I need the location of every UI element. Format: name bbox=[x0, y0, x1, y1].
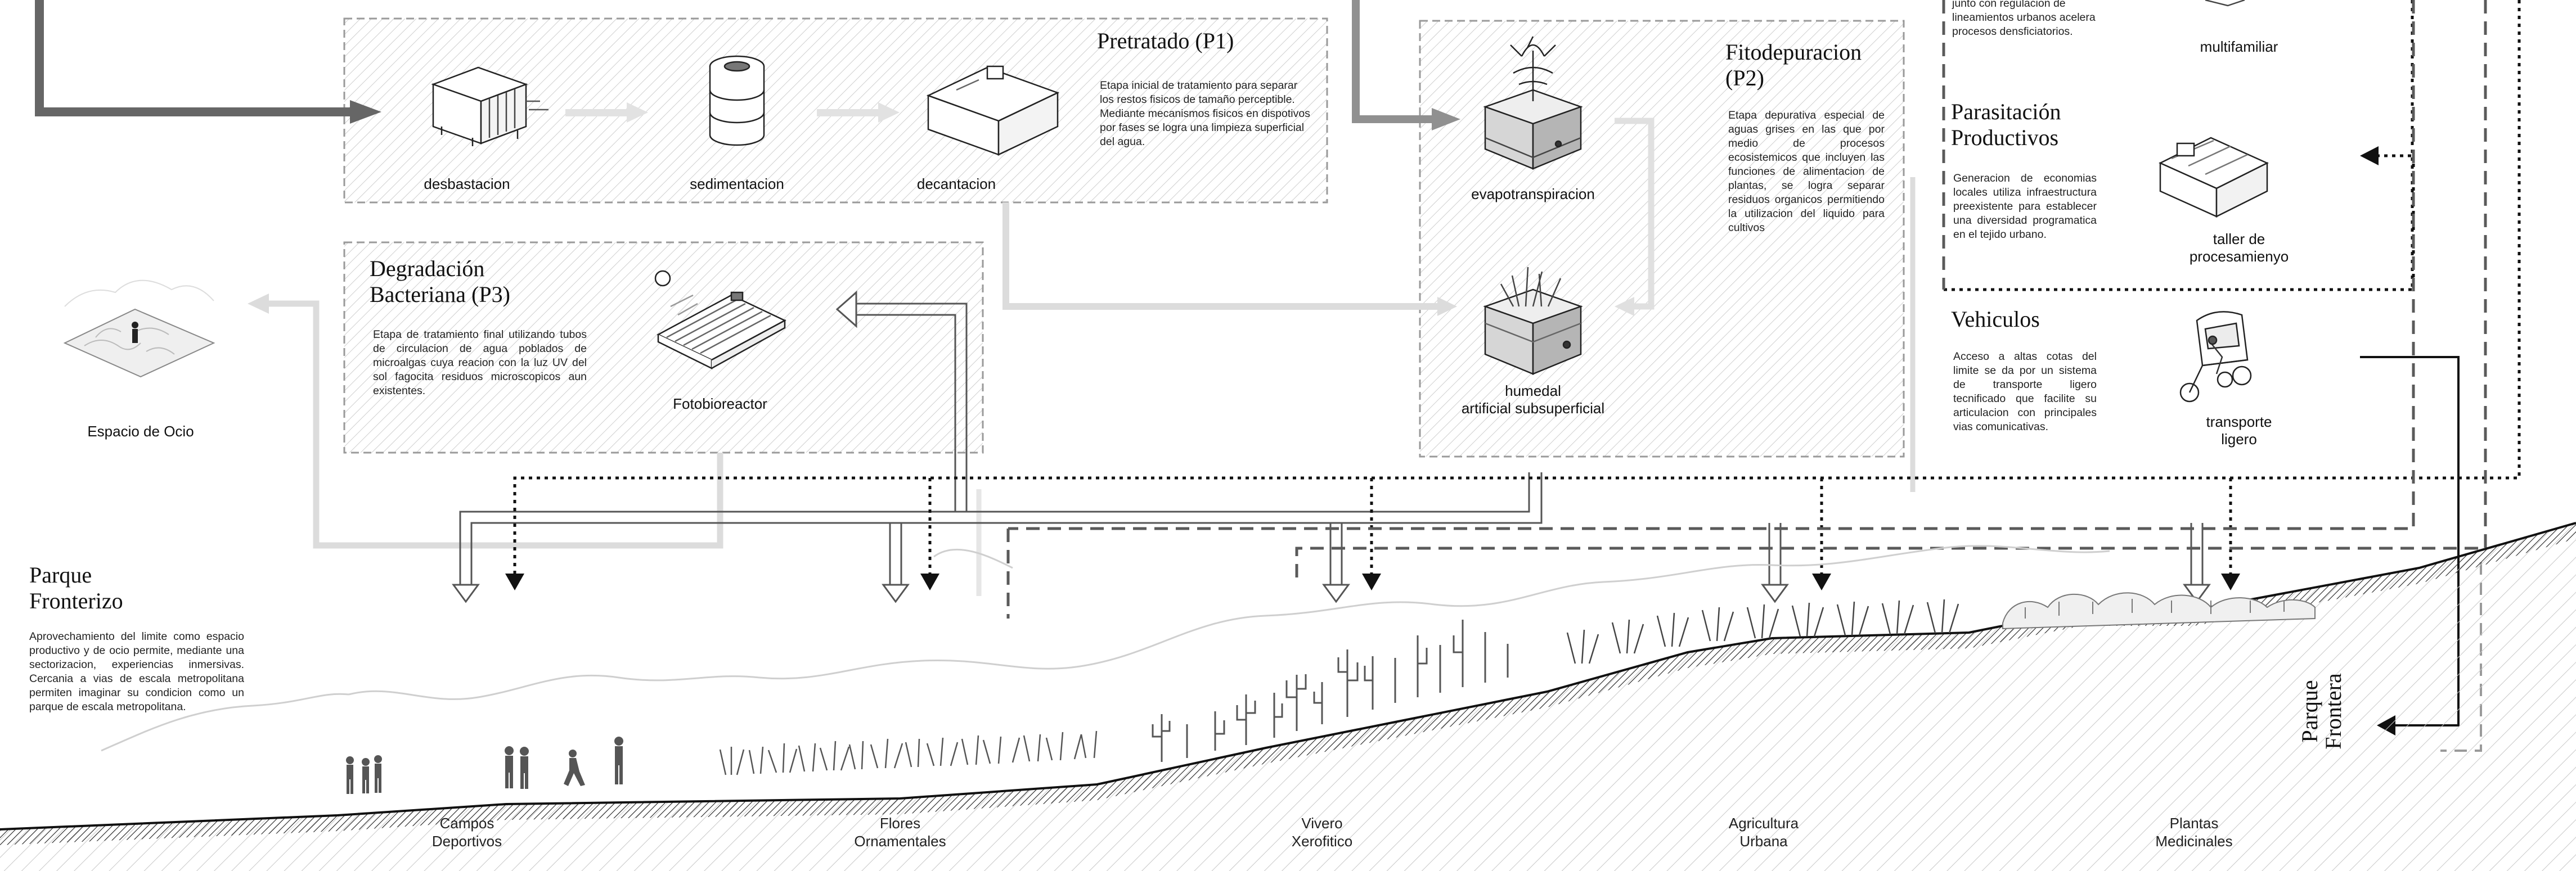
zone-label-line2: Ornamentales bbox=[854, 833, 946, 850]
parque-frontera-line1: Parque bbox=[2297, 680, 2322, 743]
humedal-label: humedal artificial subsuperficial bbox=[1440, 382, 1626, 417]
ornamental-flowers bbox=[719, 730, 1098, 775]
cacti bbox=[1152, 620, 1509, 762]
taller-icon bbox=[2159, 137, 2269, 218]
p2-title-line2: (P2) bbox=[1725, 65, 1764, 91]
p2-title-line1: Fitodepuracion bbox=[1725, 39, 1862, 65]
parque-frontera-line2: Frontera bbox=[2321, 673, 2346, 750]
distribution-pipes bbox=[459, 290, 2204, 588]
zone-label-flores: Flores Ornamentales bbox=[827, 814, 973, 850]
decantacion-icon bbox=[926, 65, 1060, 156]
fotobioreactor-icon bbox=[654, 270, 786, 370]
p2-inflow-arrow bbox=[1352, 0, 1460, 130]
p2-title: Fitodepuracion (P2) bbox=[1725, 39, 1894, 91]
zone-label-line1: Vivero bbox=[1301, 815, 1343, 832]
p1-title: Pretratado (P1) bbox=[1097, 28, 1234, 53]
dotted-arrowheads bbox=[505, 146, 2379, 590]
parque-frontera-label: Parque Frontera bbox=[2297, 638, 2346, 784]
evapotranspiracion-icon bbox=[1483, 36, 1583, 170]
parasitacion-title-line1: Parasitación bbox=[1951, 99, 2061, 124]
parque-title-line1: Parque bbox=[29, 562, 92, 588]
zone-label-line2: Urbana bbox=[1739, 833, 1788, 850]
zone-label-line1: Agricultura bbox=[1728, 815, 1799, 832]
zone-label-campos: Campos Deportivos bbox=[394, 814, 540, 850]
parque-description: Aprovechamiento del limite como espacio … bbox=[29, 630, 244, 713]
taller-label-line1: taller de bbox=[2213, 231, 2265, 247]
p1-description: Etapa inicial de tratamiento para separa… bbox=[1100, 79, 1310, 148]
zone-label-line2: Xerofitico bbox=[1291, 833, 1353, 850]
decantacion-label: decantacion bbox=[916, 175, 996, 192]
zone-label-line1: Flores bbox=[879, 815, 921, 832]
zone-label-line2: Deportivos bbox=[431, 833, 502, 850]
p3-title-line2: Bacteriana (P3) bbox=[370, 282, 510, 307]
p3-to-ocio-pipe bbox=[264, 300, 723, 549]
p3-description: Etapa de tratamiento final utilizando tu… bbox=[373, 328, 587, 397]
dashed-network bbox=[1006, 0, 2487, 619]
taller-label: taller de procesamienyo bbox=[2166, 231, 2312, 265]
desbastacion-icon bbox=[431, 66, 549, 146]
taller-label-line2: procesamienyo bbox=[2189, 248, 2289, 265]
parasitacion-title: Parasitación Productivos bbox=[1951, 99, 2131, 151]
landscape-outline bbox=[101, 545, 2110, 752]
people-silhouettes bbox=[346, 737, 623, 794]
zone-label-line1: Plantas bbox=[2169, 815, 2219, 832]
agriculture-crops bbox=[1566, 599, 1959, 664]
p1-flow-arrows bbox=[565, 102, 900, 123]
sedimentacion-label: sedimentacion bbox=[690, 175, 784, 192]
multifamiliar-label: multifamiliar bbox=[2200, 38, 2278, 55]
humedal-label-line1: humedal bbox=[1505, 382, 1561, 399]
zone-label-line1: Campos bbox=[439, 815, 494, 832]
p2-description: Etapa depurativa especial de aguas grise… bbox=[1728, 109, 1885, 234]
p3-title-line1: Degradación bbox=[370, 256, 485, 281]
vehiculos-description: Acceso a altas cotas del limite se da po… bbox=[1953, 350, 2097, 433]
parasitacion-title-line2: Productivos bbox=[1951, 125, 2059, 150]
zone-label-agricultura: Agricultura Urbana bbox=[1688, 814, 1840, 850]
evapotranspiracion-label: evapotranspiracion bbox=[1471, 186, 1595, 202]
parasitacion-description: Generacion de economias locales utiliza … bbox=[1953, 172, 2097, 241]
p1-to-p2-pipe bbox=[1002, 202, 1440, 310]
transporte-label: transporte ligero bbox=[2166, 413, 2312, 448]
fotobioreactor-label: Fotobioreactor bbox=[673, 395, 767, 412]
multifamiliar-icon bbox=[2205, 0, 2245, 7]
zone-label-vivero: Vivero Xerofitico bbox=[1249, 814, 1395, 850]
vehiculos-title: Vehiculos bbox=[1951, 306, 2040, 332]
transporte-icon bbox=[2179, 311, 2252, 403]
main-inflow-arrow bbox=[35, 0, 381, 124]
ocio-label: Espacio de Ocio bbox=[87, 423, 194, 440]
humedal-icon bbox=[1483, 267, 1583, 375]
parque-title: Parque Fronterizo bbox=[29, 562, 221, 614]
sedimentacion-icon bbox=[709, 55, 765, 146]
parque-title-line2: Fronterizo bbox=[29, 588, 123, 613]
medicinal-plants bbox=[2002, 592, 2316, 630]
zone-label-line2: Medicinales bbox=[2155, 833, 2233, 850]
ocio-icon bbox=[63, 279, 215, 378]
densification-text: junto con regulacion de lineamientos urb… bbox=[1952, 0, 2096, 38]
zone-label-plantas: Plantas Medicinales bbox=[2121, 814, 2267, 850]
distribution-arrowheads bbox=[452, 584, 2211, 603]
transporte-label-line1: transporte bbox=[2206, 413, 2272, 430]
p2-box bbox=[1419, 20, 1905, 458]
transporte-label-line2: ligero bbox=[2221, 431, 2257, 448]
desbastacion-label: desbastacion bbox=[424, 175, 510, 192]
p2-recirculation bbox=[1615, 118, 1655, 310]
p3-title: Degradación Bacteriana (P3) bbox=[370, 256, 606, 308]
humedal-label-line2: artificial subsuperficial bbox=[1461, 400, 1605, 417]
